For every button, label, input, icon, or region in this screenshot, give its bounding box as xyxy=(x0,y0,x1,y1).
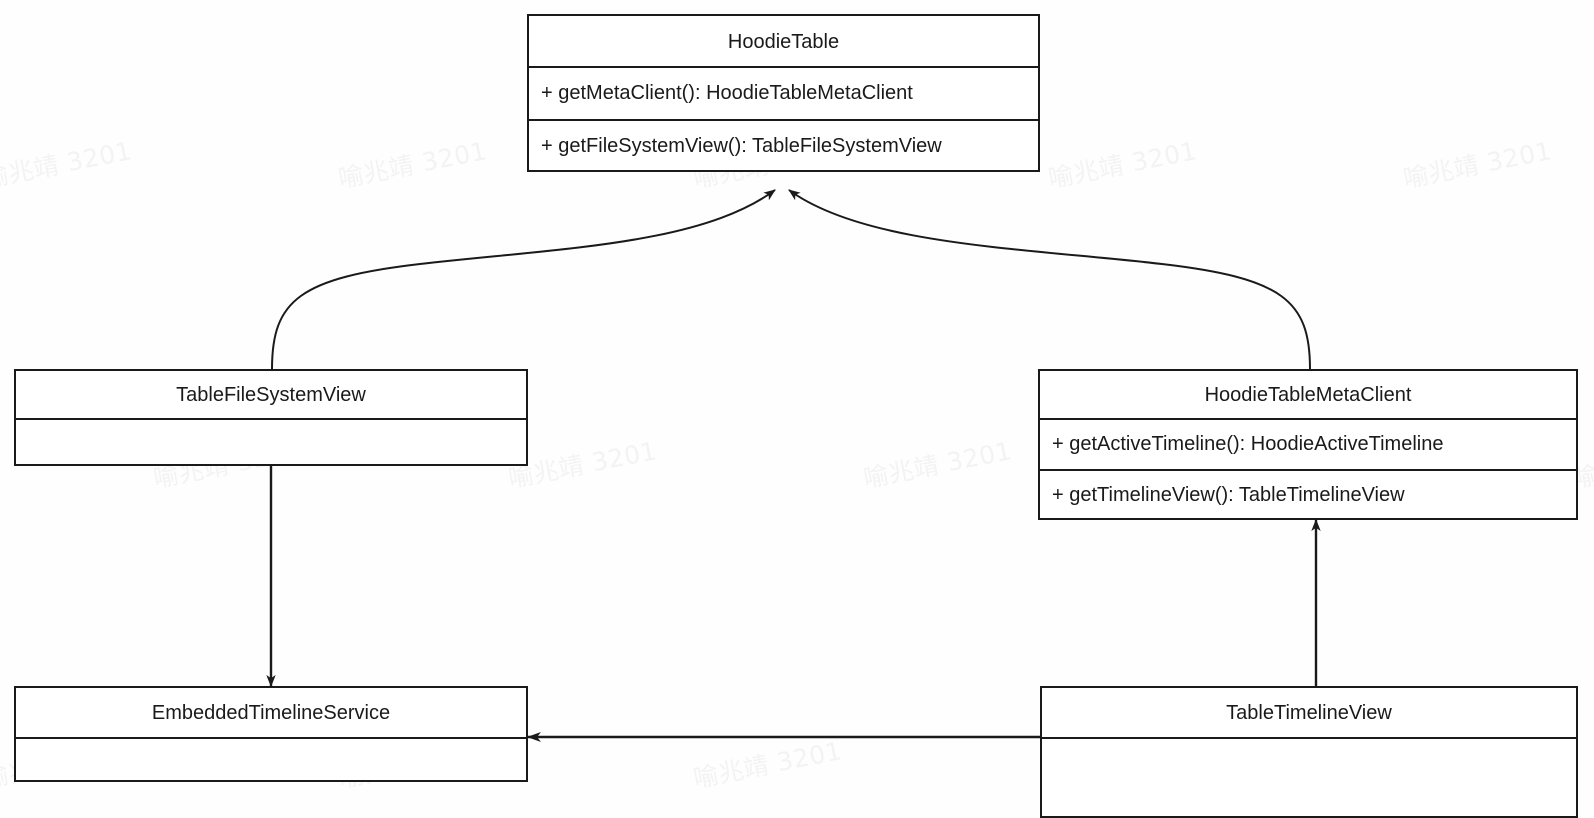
class-member: + getMetaClient(): HoodieTableMetaClient xyxy=(541,82,913,104)
class-members-embedded-timeline-service xyxy=(16,739,526,785)
class-box-table-timeline-view[interactable]: TableTimelineView xyxy=(1040,686,1578,818)
class-members-table-timeline-view xyxy=(1042,739,1576,785)
class-member: + getActiveTimeline(): HoodieActiveTimel… xyxy=(1052,433,1444,455)
edge-hoodietablemetaclient-to-hoodietable xyxy=(788,189,1311,370)
class-name-table-timeline-view: TableTimelineView xyxy=(1042,688,1576,739)
class-name-hoodie-table-meta-client: HoodieTableMetaClient xyxy=(1040,371,1576,420)
class-members-table-file-system-view xyxy=(16,420,526,466)
class-name-embedded-timeline-service: EmbeddedTimelineService xyxy=(16,688,526,739)
watermark-text: 喻兆靖 3201 xyxy=(505,436,660,494)
edge-tablefilesystemview-to-hoodietable xyxy=(271,189,776,370)
watermark-text: 喻兆靖 3201 xyxy=(690,736,845,794)
class-box-hoodie-table-meta-client[interactable]: HoodieTableMetaClient + getActiveTimelin… xyxy=(1038,369,1578,520)
class-name-table-file-system-view: TableFileSystemView xyxy=(16,371,526,420)
class-box-hoodie-table[interactable]: HoodieTable + getMetaClient(): HoodieTab… xyxy=(527,14,1040,172)
class-member: + getTimelineView(): TableTimelineView xyxy=(1040,469,1576,518)
class-box-embedded-timeline-service[interactable]: EmbeddedTimelineService xyxy=(14,686,528,782)
watermark-text: 喻兆靖 3201 xyxy=(860,436,1015,494)
class-members-hoodie-table: + getMetaClient(): HoodieTableMetaClient… xyxy=(529,68,1038,170)
watermark-text: 喻兆靖 3201 xyxy=(1400,136,1555,194)
class-member: + getFileSystemView(): TableFileSystemVi… xyxy=(529,119,1038,170)
watermark-text: 喻兆靖 3201 xyxy=(1045,136,1200,194)
class-name-hoodie-table: HoodieTable xyxy=(529,16,1038,68)
watermark-text: 喻兆靖 3201 xyxy=(335,136,490,194)
watermark-text: 喻兆靖 3201 xyxy=(0,136,135,194)
class-members-hoodie-table-meta-client: + getActiveTimeline(): HoodieActiveTimel… xyxy=(1040,420,1576,518)
class-box-table-file-system-view[interactable]: TableFileSystemView xyxy=(14,369,528,466)
